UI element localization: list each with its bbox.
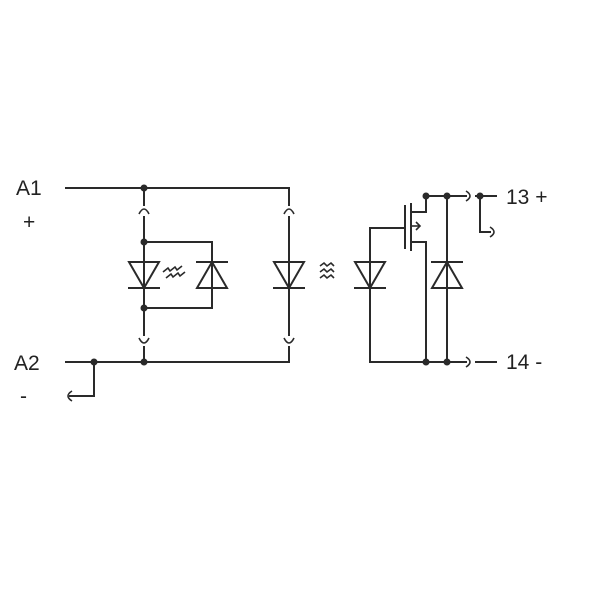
terminal-a2-polarity: -	[20, 385, 27, 408]
output-plug-connectors	[465, 190, 495, 368]
plug-connector-icon	[138, 337, 150, 344]
terminal-13-label: 13 +	[506, 186, 547, 209]
junction-dots	[90, 184, 484, 366]
terminal-a1-label: A1	[16, 177, 42, 200]
terminal-a1-polarity: +	[23, 211, 35, 234]
photodiode-icon	[353, 261, 387, 291]
optical-coupling-icon	[319, 261, 335, 280]
output-wiring	[369, 195, 497, 363]
terminal-14-label: 14 -	[506, 351, 542, 374]
plug-connector-icon	[283, 337, 295, 344]
input-wiring	[65, 187, 290, 397]
terminal-a2-label: A2	[14, 352, 40, 375]
input-plug-connectors	[67, 208, 295, 402]
status-led-icon	[127, 261, 186, 291]
plug-connector-icon	[67, 390, 73, 402]
protection-diode-icon	[195, 259, 229, 289]
optocoupler-led-icon	[272, 261, 306, 291]
plug-connector-icon	[465, 356, 471, 368]
plug-connector-icon	[138, 208, 150, 215]
plug-connector-icon	[283, 208, 295, 215]
plug-connector-icon	[489, 226, 495, 238]
plug-connector-icon	[465, 190, 471, 202]
output-diode-icon	[430, 259, 464, 289]
